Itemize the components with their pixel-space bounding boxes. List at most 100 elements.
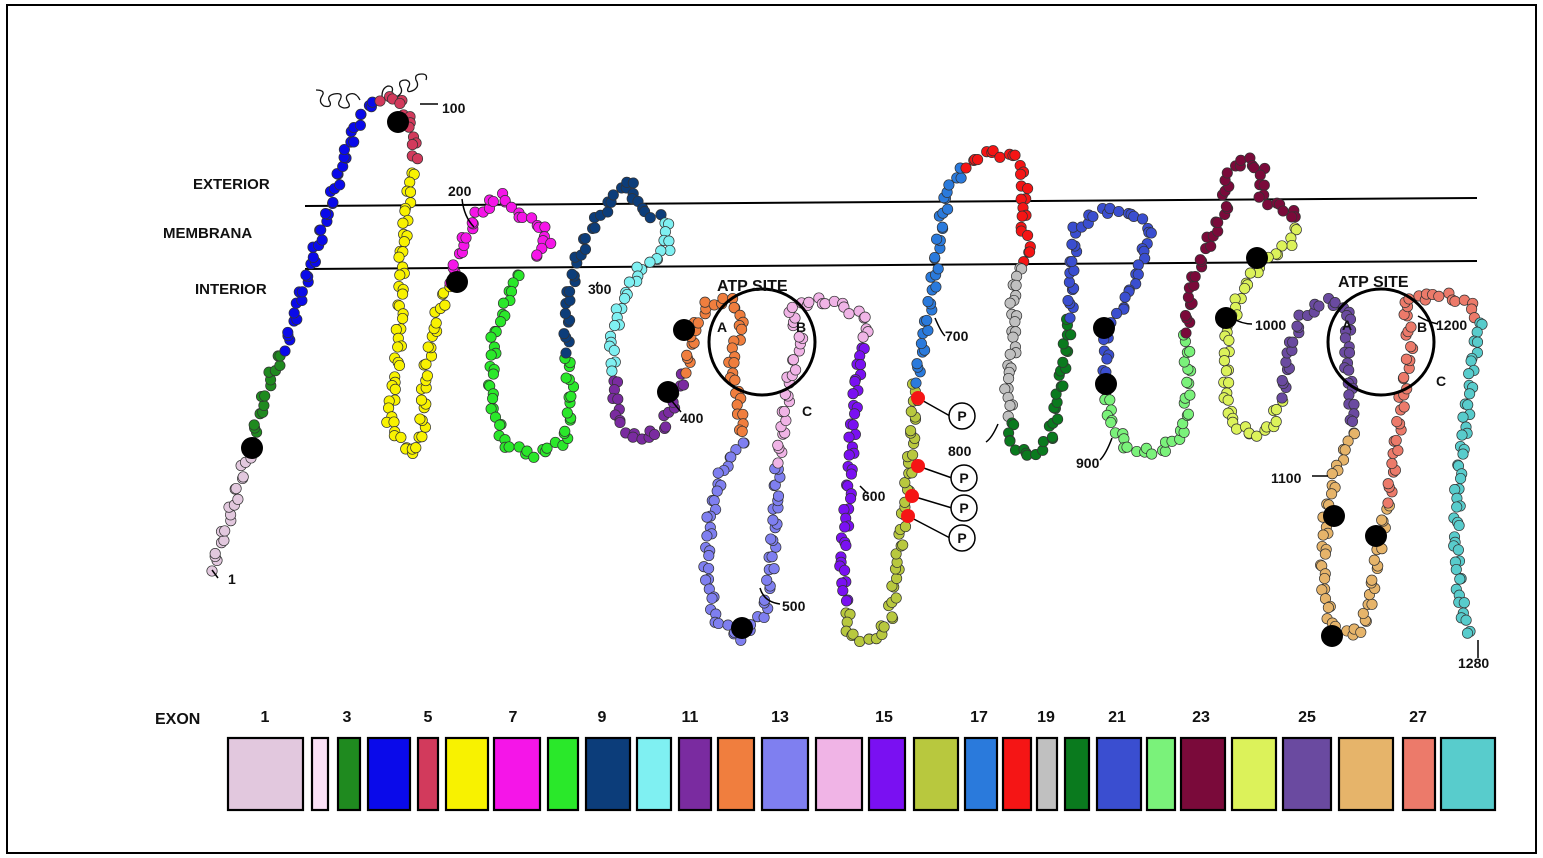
- exon-segment-beads: [1179, 152, 1301, 339]
- residue-label-800: 800: [948, 443, 972, 459]
- intron-boundary-dot: [446, 271, 468, 293]
- exon-segment-beads: [206, 452, 257, 577]
- atp-subdomain-b-label: B: [796, 319, 806, 335]
- exon-color-swatch: [1095, 736, 1143, 812]
- exon-number-label: 9: [598, 709, 607, 726]
- residue-label-300: 300: [588, 281, 612, 297]
- exon-color-swatch: [867, 736, 907, 812]
- exon-segment-beads: [483, 269, 580, 463]
- atp-subdomain-c-label: C: [802, 403, 812, 419]
- exon-color-swatch: [814, 736, 864, 812]
- exon-color-swatch: [1035, 736, 1059, 812]
- exon-segment-beads: [381, 167, 456, 459]
- exon-color-swatch: [336, 736, 362, 812]
- exon-segment-beads: [698, 437, 786, 646]
- exon-color-swatch: [1145, 736, 1177, 812]
- residue-label-1280: 1280: [1458, 655, 1489, 671]
- intron-boundary-dot: [657, 381, 679, 403]
- exon-color-swatch: [677, 736, 713, 812]
- atp-subdomain-a-label: A: [717, 319, 727, 335]
- svg-text:P: P: [957, 408, 966, 424]
- exon-color-swatch: [1001, 736, 1033, 812]
- intron-boundary-dot: [1093, 317, 1115, 339]
- exon-color-swatch: [635, 736, 673, 812]
- svg-text:P: P: [957, 530, 966, 546]
- atp-site-label-1: ATP SITE: [717, 278, 788, 295]
- exon-number-label: 25: [1298, 709, 1316, 726]
- atp-site-label-2: ATP SITE: [1338, 274, 1409, 291]
- exon-color-swatch: [1401, 736, 1437, 812]
- intron-boundary-dot: [1246, 247, 1268, 269]
- exon-color-swatch: [760, 736, 810, 812]
- membrane-outer-line: [304, 197, 1478, 207]
- exon-color-swatch: [444, 736, 490, 812]
- exon-number-label: 5: [424, 709, 433, 726]
- intron-boundary-dot: [387, 111, 409, 133]
- exon-number-label: 13: [771, 709, 789, 726]
- exon-segment-beads: [1448, 317, 1488, 639]
- exon-segment-beads: [1382, 287, 1480, 509]
- intron-boundary-dot: [1321, 625, 1343, 647]
- intron-boundary-dot: [673, 319, 695, 341]
- exon-segment-beads: [772, 292, 874, 469]
- residue-label-500: 500: [782, 598, 806, 614]
- exon-segment-beads: [246, 350, 286, 449]
- exon-number-label: 21: [1108, 709, 1126, 726]
- exon-axis-label: EXON: [155, 711, 200, 728]
- protein-chain: [206, 91, 1488, 647]
- exon-color-swatch: [226, 736, 305, 812]
- residue-label-1100: 1100: [1271, 470, 1302, 486]
- exon-segment-beads: [910, 162, 967, 389]
- exon-segment-beads: [279, 96, 379, 357]
- exon-segment-beads: [444, 187, 557, 289]
- exon-color-swatch: [310, 736, 330, 812]
- exon-color-swatch: [492, 736, 542, 812]
- exon-color-swatch: [416, 736, 440, 812]
- phosphorylation-site: P: [911, 459, 978, 492]
- region-label-exterior: EXTERIOR: [193, 176, 270, 193]
- exon-segment-beads: [1276, 292, 1360, 427]
- exon-color-swatch: [1230, 736, 1278, 812]
- exon-segment-beads: [999, 262, 1028, 422]
- exon-segment-beads: [680, 292, 749, 437]
- svg-text:P: P: [959, 500, 968, 516]
- atp-subdomain-c-label: C: [1436, 373, 1446, 389]
- exon-color-swatch: [1281, 736, 1333, 812]
- exon-number-label: 3: [343, 709, 352, 726]
- exon-color-swatch: [1337, 736, 1395, 812]
- exon-color-legend: [226, 736, 1497, 812]
- exon-color-swatch: [963, 736, 999, 812]
- intron-boundary-dot: [1365, 525, 1387, 547]
- exon-number-label: 19: [1037, 709, 1055, 726]
- exon-segment-beads: [834, 342, 870, 607]
- exon-number-label: 23: [1192, 709, 1210, 726]
- region-label-interior: INTERIOR: [195, 281, 267, 298]
- glycan-chain-icon: [315, 89, 361, 109]
- exon-color-swatch: [1179, 736, 1227, 812]
- exon-number-label: 17: [970, 709, 988, 726]
- residue-label-900: 900: [1076, 455, 1100, 471]
- intron-boundary-dot: [1215, 307, 1237, 329]
- residue-label-1000: 1000: [1255, 317, 1286, 333]
- exon-color-swatch: [546, 736, 580, 812]
- exon-number-label: 7: [509, 709, 518, 726]
- exon-color-swatch: [912, 736, 960, 812]
- glycan-chain-icon: [381, 73, 428, 98]
- svg-text:P: P: [959, 470, 968, 486]
- atp-site-circle-2: [1326, 287, 1436, 397]
- residue-label-1: 1: [228, 571, 236, 587]
- exon-color-swatch: [366, 736, 412, 812]
- residue-label-400: 400: [680, 410, 704, 426]
- exon-number-label: 27: [1409, 709, 1427, 726]
- atp-site-circle-1: [707, 287, 817, 397]
- residue-label-600: 600: [862, 488, 886, 504]
- atp-subdomain-b-label: B: [1417, 319, 1427, 335]
- exon-color-swatch: [1063, 736, 1091, 812]
- exon-number-label: 15: [875, 709, 893, 726]
- exon-color-swatch: [584, 736, 632, 812]
- exon-number-label: 1: [261, 709, 270, 726]
- exon-segment-beads: [1218, 222, 1302, 442]
- exon-color-swatch: [716, 736, 756, 812]
